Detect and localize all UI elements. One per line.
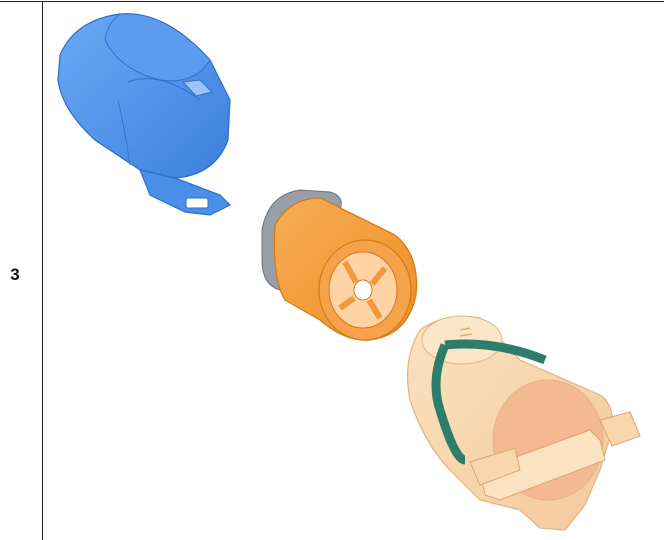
assembly-illustration	[43, 2, 664, 540]
orange-filter-part	[262, 190, 417, 340]
valve-body-part	[408, 316, 640, 530]
step-number: 3	[0, 265, 30, 285]
blue-cap-part	[58, 14, 230, 215]
step-cell: 3	[0, 2, 42, 540]
